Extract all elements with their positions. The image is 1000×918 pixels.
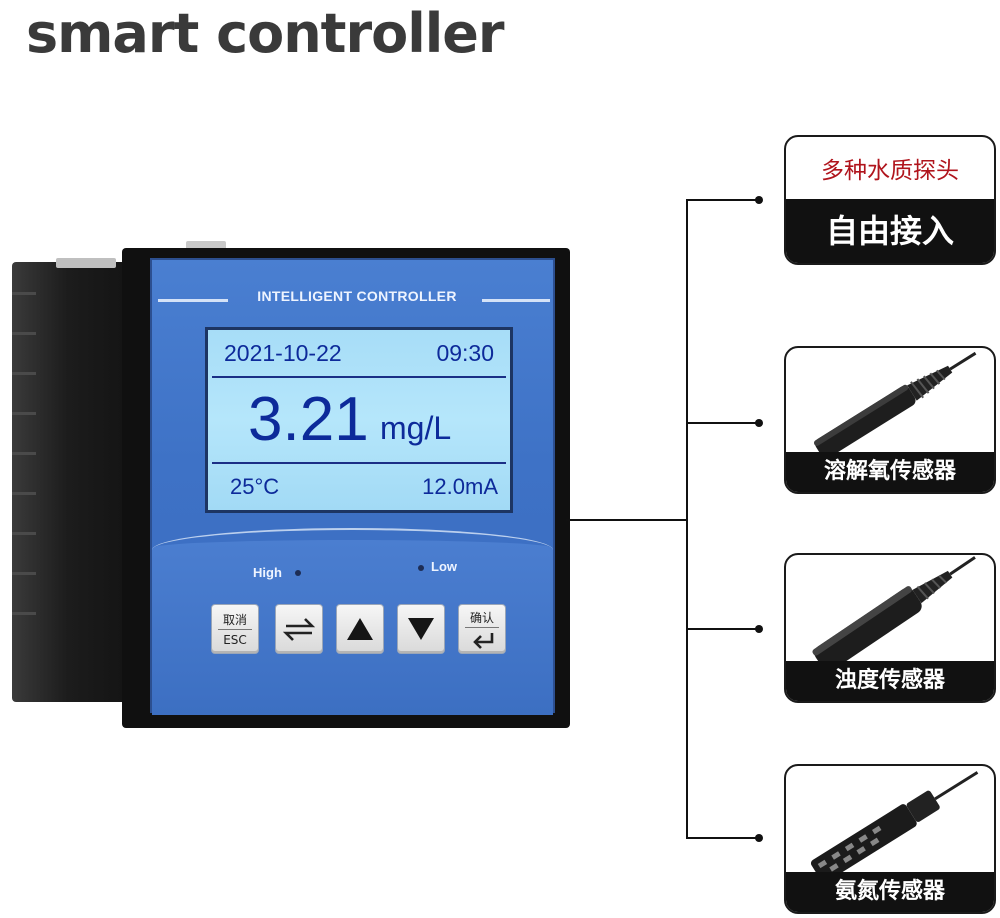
confirm-button-label: 确认 (469, 611, 494, 625)
lcd-reading: 3.21 (248, 385, 369, 454)
brand-divider (482, 299, 550, 302)
connection-dot (755, 419, 763, 427)
probe-card: 溶解氧传感器 (784, 346, 996, 494)
branch-wire (686, 199, 758, 201)
lcd-date: 2021-10-22 (224, 340, 342, 366)
switch-button[interactable] (275, 604, 323, 654)
enter-arrow-icon (471, 631, 497, 653)
housing-fin (12, 612, 36, 615)
terminal-connector (186, 241, 226, 251)
housing-fin (12, 412, 36, 415)
switch-arrows-icon (276, 605, 322, 653)
probe-card: 浊度传感器 (784, 553, 996, 703)
terminal-connector (56, 258, 116, 268)
brand-label: INTELLIGENT CONTROLLER (257, 288, 457, 304)
housing-fin (12, 492, 36, 495)
lcd-current: 12.0mA (422, 474, 498, 499)
bus-wire (686, 199, 688, 839)
main-wire (566, 519, 688, 521)
up-triangle-icon (337, 605, 383, 653)
branch-wire (686, 837, 758, 839)
probe-label: 浊度传感器 (786, 661, 994, 701)
housing-fin (12, 332, 36, 335)
probe-card: 氨氮传感器 (784, 764, 996, 914)
front-panel: INTELLIGENT CONTROLLER 2021-10-22 09:30 … (150, 258, 555, 715)
dissolved-oxygen-probe-icon (813, 351, 977, 458)
housing-fin (12, 532, 36, 535)
low-indicator-label: Low (431, 559, 457, 574)
down-triangle-icon (398, 605, 444, 653)
low-indicator-led (418, 565, 424, 571)
lcd-divider (212, 376, 506, 378)
connection-dot (755, 625, 763, 633)
confirm-button[interactable]: 确认 (458, 604, 506, 654)
probe-header-top: 多种水质探头 (821, 158, 959, 184)
esc-button[interactable]: 取消 ESC (211, 604, 259, 654)
lcd-time: 09:30 (436, 340, 494, 366)
branch-wire (686, 422, 758, 424)
probe-label: 溶解氧传感器 (786, 452, 994, 492)
housing-fin (12, 292, 36, 295)
connection-dot (755, 196, 763, 204)
panel-curve (152, 528, 553, 550)
up-button[interactable] (336, 604, 384, 654)
esc-button-label: ESC (223, 633, 247, 647)
housing-fin (12, 372, 36, 375)
probe-header-card: 多种水质探头 自由接入 (784, 135, 996, 265)
lcd-divider (212, 462, 506, 464)
high-indicator-led (295, 570, 301, 576)
key-divider (218, 629, 252, 630)
housing-fin (12, 452, 36, 455)
lcd-temperature: 25°C (230, 474, 280, 499)
lcd-unit: mg/L (380, 410, 452, 446)
down-button[interactable] (397, 604, 445, 654)
probe-header-bottom: 自由接入 (786, 199, 994, 263)
probe-label: 氨氮传感器 (786, 872, 994, 912)
lcd-display: 2021-10-22 09:30 3.21 mg/L 25°C 12.0mA (205, 327, 513, 513)
esc-button-label-cn: 取消 (222, 613, 247, 627)
page-title: smart controller (26, 2, 504, 65)
connection-dot (755, 834, 763, 842)
high-indicator-label: High (253, 565, 282, 580)
brand-divider (158, 299, 228, 302)
turbidity-probe-icon (812, 556, 976, 667)
housing-fin (12, 572, 36, 575)
ammonia-nitrogen-probe-icon (810, 771, 979, 878)
branch-wire (686, 628, 758, 630)
key-divider (465, 627, 499, 628)
